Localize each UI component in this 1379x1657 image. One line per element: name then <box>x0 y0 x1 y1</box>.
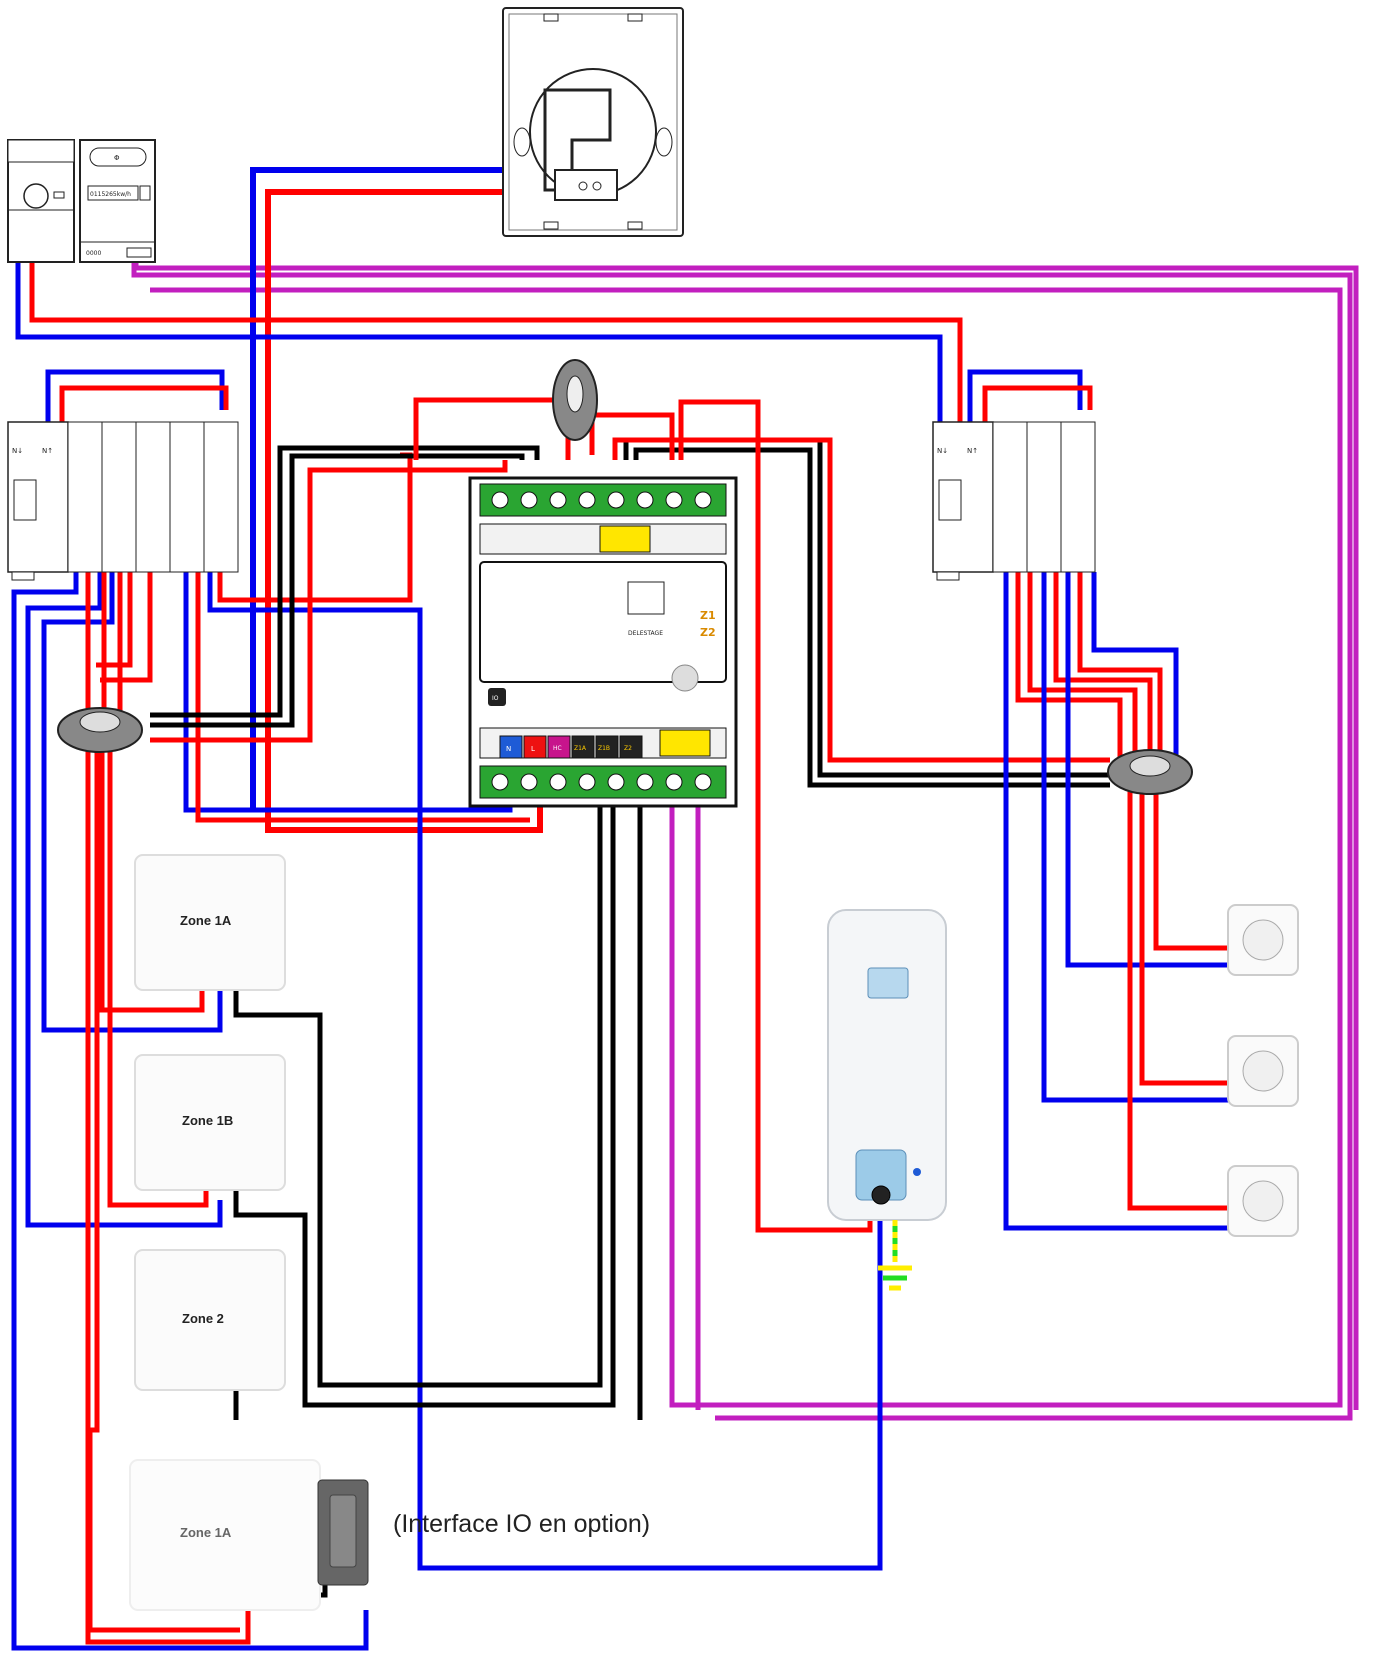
module-phase-loops <box>150 397 1110 1233</box>
supply-phase-wire <box>29 262 963 430</box>
zone-output-z1: Z1 <box>700 609 716 622</box>
socket-1 <box>1227 904 1299 976</box>
radiator-label: Zone 2 <box>182 1311 224 1326</box>
energy-management-module: DELESTAGE Z1 Z2 IO N L HC Z1A Z1B Z2 <box>468 476 738 808</box>
radiator-zone-2: Zone 2 <box>134 1249 286 1391</box>
right-socket-feeds <box>1003 572 1230 1231</box>
meter-display: 0115265kw/h <box>90 191 131 198</box>
right-breaker-panel: N↓ N↑ <box>932 421 1096 581</box>
io-interface-caption: (Interface IO en option) <box>393 1510 650 1538</box>
terminal-z2: Z2 <box>624 745 632 752</box>
radiator-label: Zone 1A <box>180 913 232 928</box>
radiator-zone-1a: Zone 1A <box>134 854 286 991</box>
terminal-z1a: Z1A <box>574 745 587 752</box>
ground-symbol <box>878 1220 912 1291</box>
radiator-zone-1a-io: Zone 1A <box>129 1459 321 1611</box>
radiator-label: Zone 1A <box>180 1525 232 1540</box>
thermostat-phase-wire <box>265 189 598 833</box>
terminal-z1b: Z1B <box>598 745 610 752</box>
io-badge <box>488 688 506 706</box>
water-heater <box>827 909 947 1221</box>
terminal-hc: HC <box>553 745 562 752</box>
radiator-zone-1b: Zone 1B <box>134 1054 286 1191</box>
io-badge-label: IO <box>492 695 499 702</box>
svg-text:N↓: N↓ <box>937 447 948 455</box>
top-terminal-block <box>479 483 727 517</box>
svg-text:N↑: N↑ <box>967 447 978 455</box>
right-panel-jumpers <box>967 369 1093 430</box>
thermostat-backplate <box>502 7 684 237</box>
linky-meter: Φ 0115265kw/h 0000 <box>79 139 156 263</box>
wifi-icon <box>671 664 699 692</box>
electric-meter <box>7 139 75 263</box>
terminal-n: N <box>506 745 511 753</box>
teleinfo-wire <box>131 262 1359 1421</box>
bottom-terminal-screws <box>491 773 712 791</box>
svg-text:0000: 0000 <box>86 250 101 257</box>
top-current-transformer <box>552 359 598 441</box>
delestage-label: DELESTAGE <box>628 630 663 637</box>
svg-text:Φ: Φ <box>114 154 120 162</box>
terminal-l: L <box>531 745 535 753</box>
supply-neutral-wire <box>15 262 943 430</box>
n-up-label: N↑ <box>42 447 53 455</box>
pilot-wires <box>150 437 1110 1610</box>
left-current-transformer <box>57 707 143 753</box>
socket-2 <box>1227 1035 1299 1107</box>
bottom-terminal-block <box>479 765 727 799</box>
left-panel-jumpers <box>45 369 229 430</box>
radiator-label: Zone 1B <box>182 1113 233 1128</box>
n-down-label: N↓ <box>12 447 23 455</box>
top-terminal-screws <box>491 491 712 509</box>
zone-output-z2: Z2 <box>700 626 716 639</box>
left-breaker-panel: N↓ N↑ <box>7 421 239 581</box>
socket-3 <box>1227 1165 1299 1237</box>
io-interface <box>317 1479 369 1586</box>
right-current-transformer <box>1107 749 1193 795</box>
